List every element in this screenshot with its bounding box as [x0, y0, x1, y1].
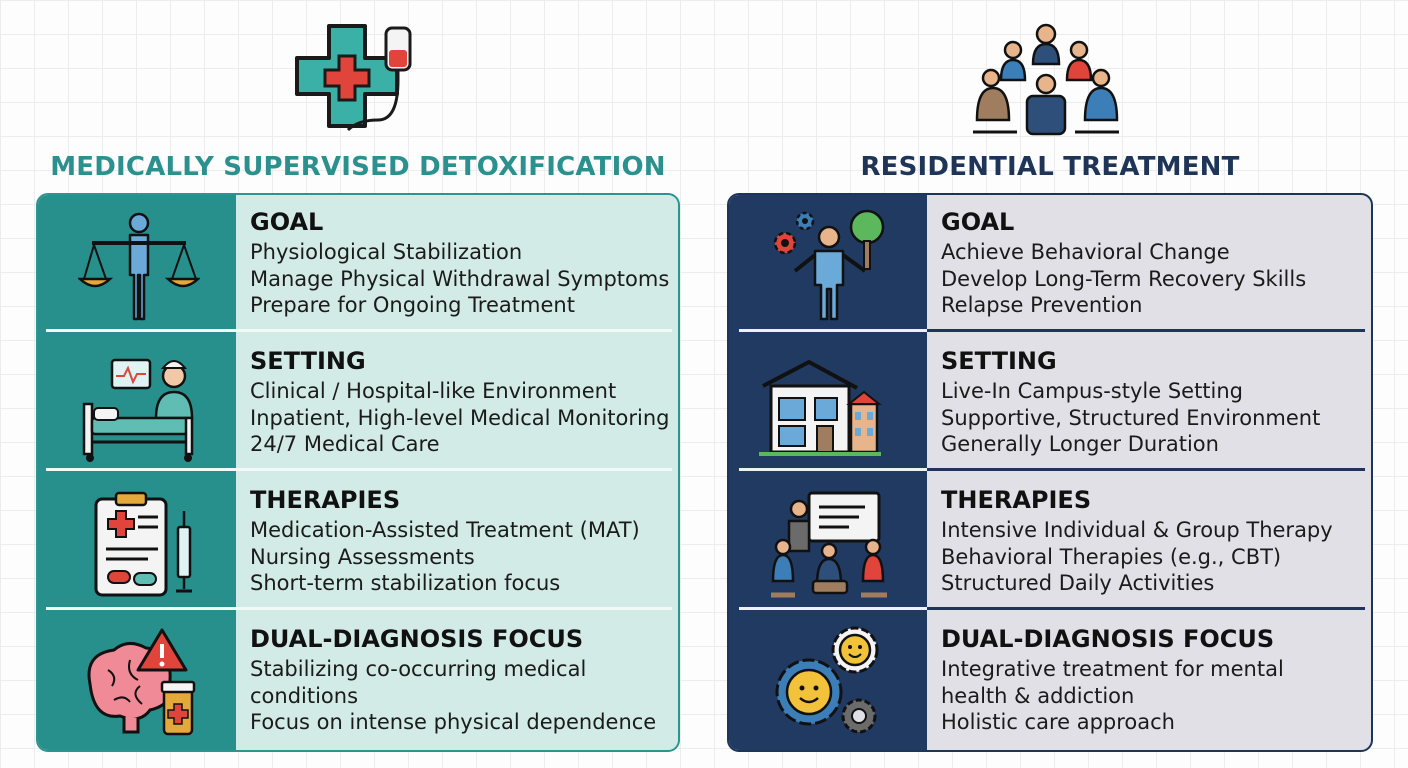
- section-divider: [739, 607, 927, 610]
- person-growth-icon: [773, 209, 885, 321]
- hospital-bed-nurse-icon: [82, 358, 194, 462]
- section-line: Stabilizing co-occurring medical: [250, 657, 587, 681]
- section-line: health & addiction: [941, 683, 1135, 708]
- brain-warning-icon: [87, 628, 196, 736]
- section-heading: GOAL: [941, 208, 1015, 236]
- section-line: Manage Physical Withdrawal Symptoms: [250, 266, 670, 291]
- section-divider: [739, 468, 1365, 471]
- detox-section-setting: SETTING Clinical / Hospital-like Environ…: [38, 334, 678, 472]
- section-heading: THERAPIES: [250, 486, 401, 514]
- detox-section-goal: GOAL Physiological Stabilization Manage …: [38, 195, 678, 333]
- section-divider: [739, 329, 1365, 332]
- gears-emotion-icon: [775, 626, 879, 734]
- residential-section-therapies: THERAPIES Intensive Individual & Group T…: [729, 473, 1371, 611]
- group-circle-icon: [973, 23, 1119, 136]
- section-line: Inpatient, High-level Medical Monitoring: [250, 405, 670, 430]
- medical-cross-iv-icon: [295, 24, 412, 132]
- section-line: 24/7 Medical Care: [250, 432, 440, 456]
- detox-card: GOAL Physiological Stabilization Manage …: [36, 193, 680, 752]
- section-line: Achieve Behavioral Change: [941, 240, 1230, 264]
- section-heading: DUAL-DIAGNOSIS FOCUS: [941, 625, 1275, 653]
- section-line: Behavioral Therapies (e.g., CBT): [941, 544, 1282, 569]
- section-divider: [46, 468, 672, 471]
- section-heading: DUAL-DIAGNOSIS FOCUS: [250, 625, 584, 653]
- section-line: Develop Long-Term Recovery Skills: [941, 266, 1307, 291]
- detox-section-therapies: THERAPIES Medication-Assisted Treatment …: [38, 473, 678, 611]
- residential-card: GOAL Achieve Behavioral Change Develop L…: [727, 193, 1373, 752]
- residential-section-setting: SETTING Live-In Campus-style Setting Sup…: [729, 334, 1371, 472]
- section-divider: [739, 468, 927, 471]
- section-line: Short-term stabilization focus: [250, 571, 561, 595]
- section-line: Integrative treatment for mental: [941, 657, 1284, 681]
- section-line: Relapse Prevention: [941, 293, 1143, 317]
- section-divider: [46, 607, 672, 610]
- section-heading: SETTING: [250, 347, 366, 375]
- section-line: Nursing Assessments: [250, 544, 475, 569]
- section-line: Focus on intense physical dependence: [250, 710, 657, 734]
- balance-person-icon: [78, 212, 200, 321]
- section-divider: [739, 329, 927, 332]
- residential-title: RESIDENTIAL TREATMENT: [860, 152, 1240, 182]
- section-divider: [46, 329, 672, 332]
- section-line: Physiological Stabilization: [250, 240, 523, 264]
- section-heading: GOAL: [250, 208, 324, 236]
- section-line: Supportive, Structured Environment: [941, 405, 1321, 430]
- section-heading: SETTING: [941, 347, 1057, 375]
- section-line: Generally Longer Duration: [941, 432, 1219, 456]
- campus-house-icon: [759, 360, 882, 456]
- section-divider: [739, 607, 1365, 610]
- section-line: Intensive Individual & Group Therapy: [941, 518, 1333, 542]
- section-line: Holistic care approach: [941, 710, 1175, 734]
- section-heading: THERAPIES: [941, 486, 1092, 514]
- detox-section-dual-diagnosis: DUAL-DIAGNOSIS FOCUS Stabilizing co-occu…: [38, 612, 678, 750]
- section-line: Prepare for Ongoing Treatment: [250, 293, 575, 317]
- section-line: Medication-Assisted Treatment (MAT): [250, 518, 640, 542]
- residential-section-goal: GOAL Achieve Behavioral Change Develop L…: [729, 195, 1371, 333]
- group-therapy-icon: [771, 491, 887, 598]
- detox-title: MEDICALLY SUPERVISED DETOXIFICATION: [50, 152, 666, 182]
- section-line: Structured Daily Activities: [941, 571, 1215, 595]
- section-line: conditions: [250, 683, 359, 708]
- residential-section-dual-diagnosis: DUAL-DIAGNOSIS FOCUS Integrative treatme…: [729, 612, 1371, 750]
- section-line: Live-In Campus-style Setting: [941, 379, 1244, 403]
- section-line: Clinical / Hospital-like Environment: [250, 379, 617, 403]
- clipboard-syringe-icon: [94, 491, 192, 597]
